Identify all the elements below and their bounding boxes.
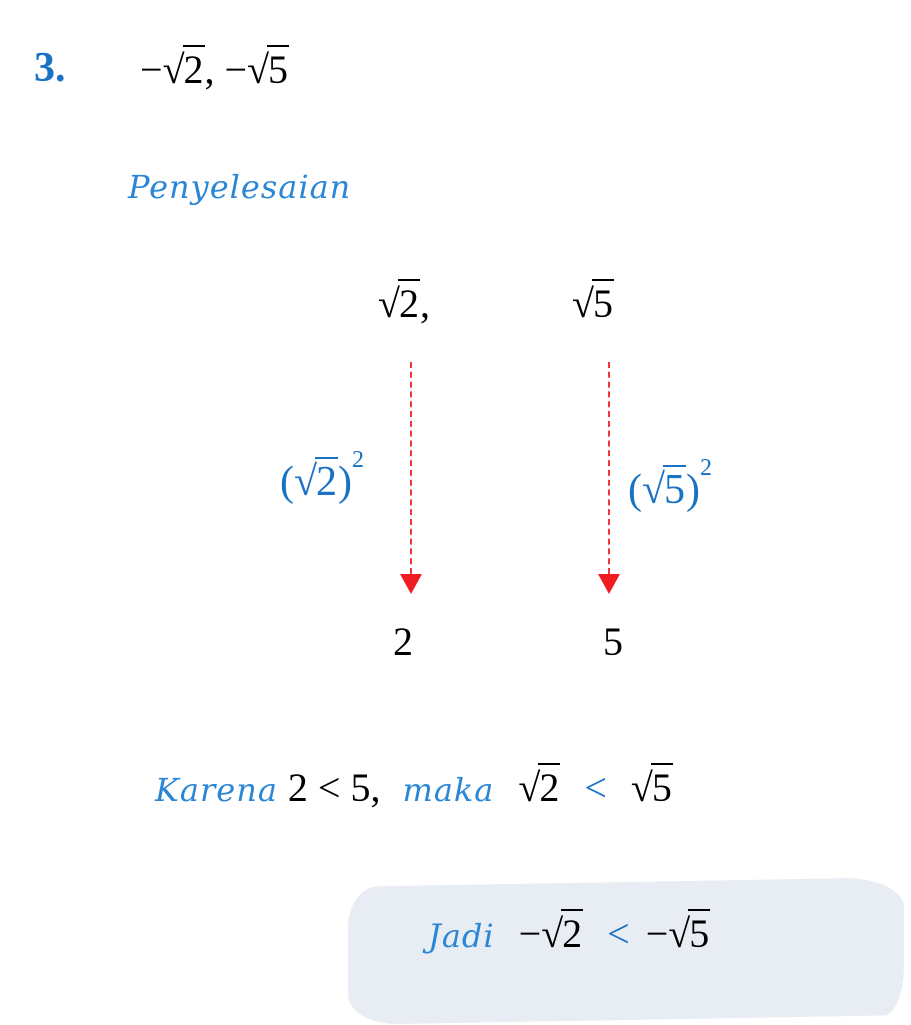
result-a: 2 bbox=[393, 619, 413, 664]
exponent: 2 bbox=[352, 447, 365, 473]
sqrt2: √2 bbox=[518, 763, 561, 810]
radicand: 5 bbox=[591, 279, 614, 326]
karena-label: Karena bbox=[155, 771, 278, 809]
less-than: < bbox=[584, 765, 607, 810]
exponent: 2 bbox=[700, 455, 713, 481]
radicand: 2 bbox=[538, 763, 561, 810]
separator: , bbox=[204, 47, 225, 92]
square-sqrt2: (√2)2 bbox=[280, 447, 365, 505]
radicand: 2 bbox=[182, 45, 205, 92]
radicand: 5 bbox=[650, 763, 673, 810]
radicand: 2 bbox=[397, 279, 420, 326]
neg-sqrt5: −√5 bbox=[645, 909, 711, 956]
radicand: 5 bbox=[688, 909, 711, 956]
minus: − bbox=[224, 47, 248, 92]
term-sqrt2: √2, bbox=[378, 279, 430, 326]
reasoning-line: Karena 2 < 5, maka √2 < √5 bbox=[155, 763, 673, 810]
solution-label: Penyelesaian bbox=[128, 168, 352, 206]
conclusion-line: Jadi −√2 < −√5 bbox=[428, 909, 711, 956]
radicand: 2 bbox=[561, 909, 584, 956]
radicand: 5 bbox=[267, 45, 290, 92]
arrow-down-icon bbox=[598, 574, 620, 594]
term-sqrt5: √5 bbox=[572, 279, 614, 326]
minus: − bbox=[518, 911, 542, 956]
radicand: 5 bbox=[663, 465, 687, 513]
neg-sqrt2: −√2 bbox=[518, 909, 584, 956]
square-sqrt5: (√5)2 bbox=[628, 455, 713, 513]
dashed-arrow-line bbox=[410, 362, 412, 574]
comma: , bbox=[419, 281, 430, 326]
minus: − bbox=[645, 911, 669, 956]
inequality-numbers: 2 < 5, bbox=[287, 765, 381, 810]
result-b: 5 bbox=[603, 619, 623, 664]
radicand: 2 bbox=[315, 457, 339, 505]
maka-label: maka bbox=[402, 771, 495, 809]
minus: − bbox=[140, 47, 163, 92]
sqrt5: √5 bbox=[630, 763, 673, 810]
problem-expression: −√2, −√5 bbox=[140, 45, 290, 92]
jadi-label: Jadi bbox=[428, 917, 495, 955]
arrow-down-icon bbox=[400, 574, 422, 594]
problem-number: 3. bbox=[34, 45, 66, 91]
dashed-arrow-line bbox=[608, 362, 610, 574]
less-than: < bbox=[607, 911, 630, 956]
